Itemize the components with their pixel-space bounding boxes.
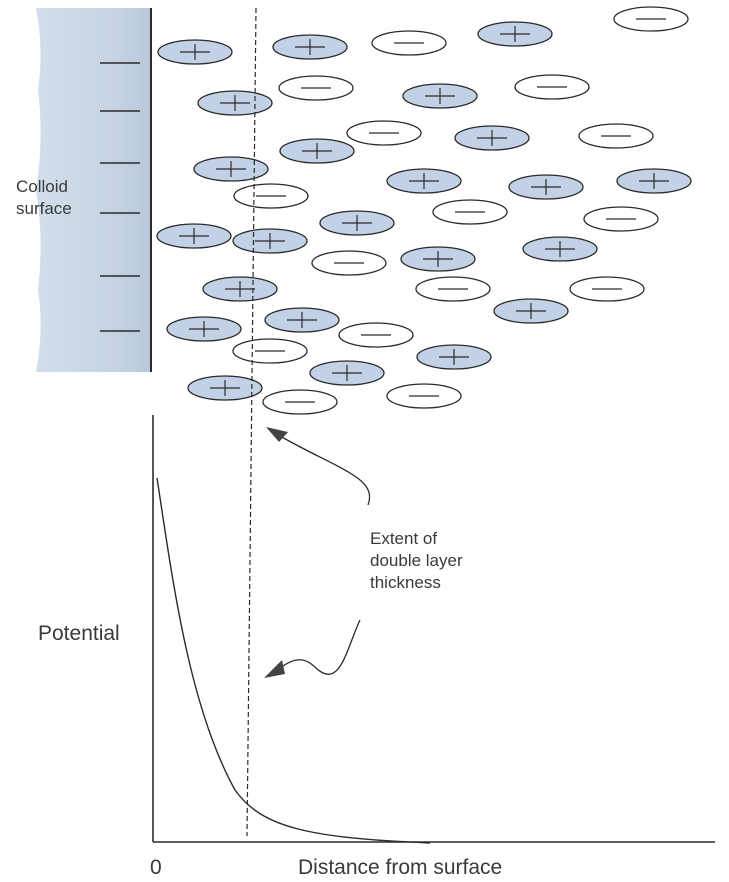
colloid-surface-label: Colloid surface <box>16 176 96 220</box>
positive-ion <box>166 316 242 342</box>
positive-ion <box>416 344 492 370</box>
negative-ion <box>232 338 308 364</box>
double-layer-boundary <box>246 7 257 837</box>
negative-ion <box>278 75 354 101</box>
extent-label-line3: thickness <box>370 573 441 592</box>
positive-ion <box>477 21 553 47</box>
y-axis-label: Potential <box>38 622 120 645</box>
negative-ion <box>338 322 414 348</box>
negative-ion <box>371 30 447 56</box>
positive-ion <box>279 138 355 164</box>
colloid-surface-label-line1: Colloid <box>16 177 68 196</box>
double-layer-extent-label: Extent of double layer thickness <box>370 528 490 594</box>
positive-ion <box>264 307 340 333</box>
annotation-arrow-upper <box>279 435 371 506</box>
negative-ion <box>583 206 659 232</box>
positive-ion <box>493 298 569 324</box>
positive-ion <box>193 156 269 182</box>
negative-ion <box>514 74 590 100</box>
positive-ion <box>386 168 462 194</box>
negative-ion <box>432 199 508 225</box>
positive-ion <box>309 360 385 386</box>
extent-label-line2: double layer <box>370 551 463 570</box>
negative-ion <box>613 6 689 32</box>
negative-ion <box>233 183 309 209</box>
positive-ion <box>157 39 233 65</box>
positive-ion <box>402 83 478 109</box>
annotation-arrow-lower <box>279 619 361 675</box>
negative-ion <box>311 250 387 276</box>
positive-ion <box>202 276 278 302</box>
positive-ion <box>616 168 692 194</box>
potential-curve <box>156 477 431 844</box>
positive-ion <box>197 90 273 116</box>
positive-ion <box>187 375 263 401</box>
positive-ion <box>156 223 232 249</box>
ion-field <box>156 6 692 415</box>
negative-ion <box>346 120 422 146</box>
x-axis-origin-label: 0 <box>150 856 162 879</box>
x-axis-label: Distance from surface <box>298 856 503 879</box>
negative-ion <box>386 383 462 409</box>
positive-ion <box>319 210 395 236</box>
positive-ion <box>232 228 308 254</box>
negative-ion <box>262 389 338 415</box>
positive-ion <box>400 246 476 272</box>
negative-ion <box>569 276 645 302</box>
extent-label-line1: Extent of <box>370 529 438 548</box>
positive-ion <box>454 125 530 151</box>
colloid-surface-block <box>36 8 150 372</box>
annotation-arrowhead-upper <box>266 427 288 442</box>
annotation-arrowhead-lower <box>264 660 285 678</box>
colloid-surface-label-line2: surface <box>16 199 72 218</box>
surface-charges <box>100 62 140 332</box>
negative-ion <box>415 276 491 302</box>
positive-ion <box>272 34 348 60</box>
positive-ion <box>508 174 584 200</box>
negative-ion <box>578 123 654 149</box>
positive-ion <box>522 236 598 262</box>
